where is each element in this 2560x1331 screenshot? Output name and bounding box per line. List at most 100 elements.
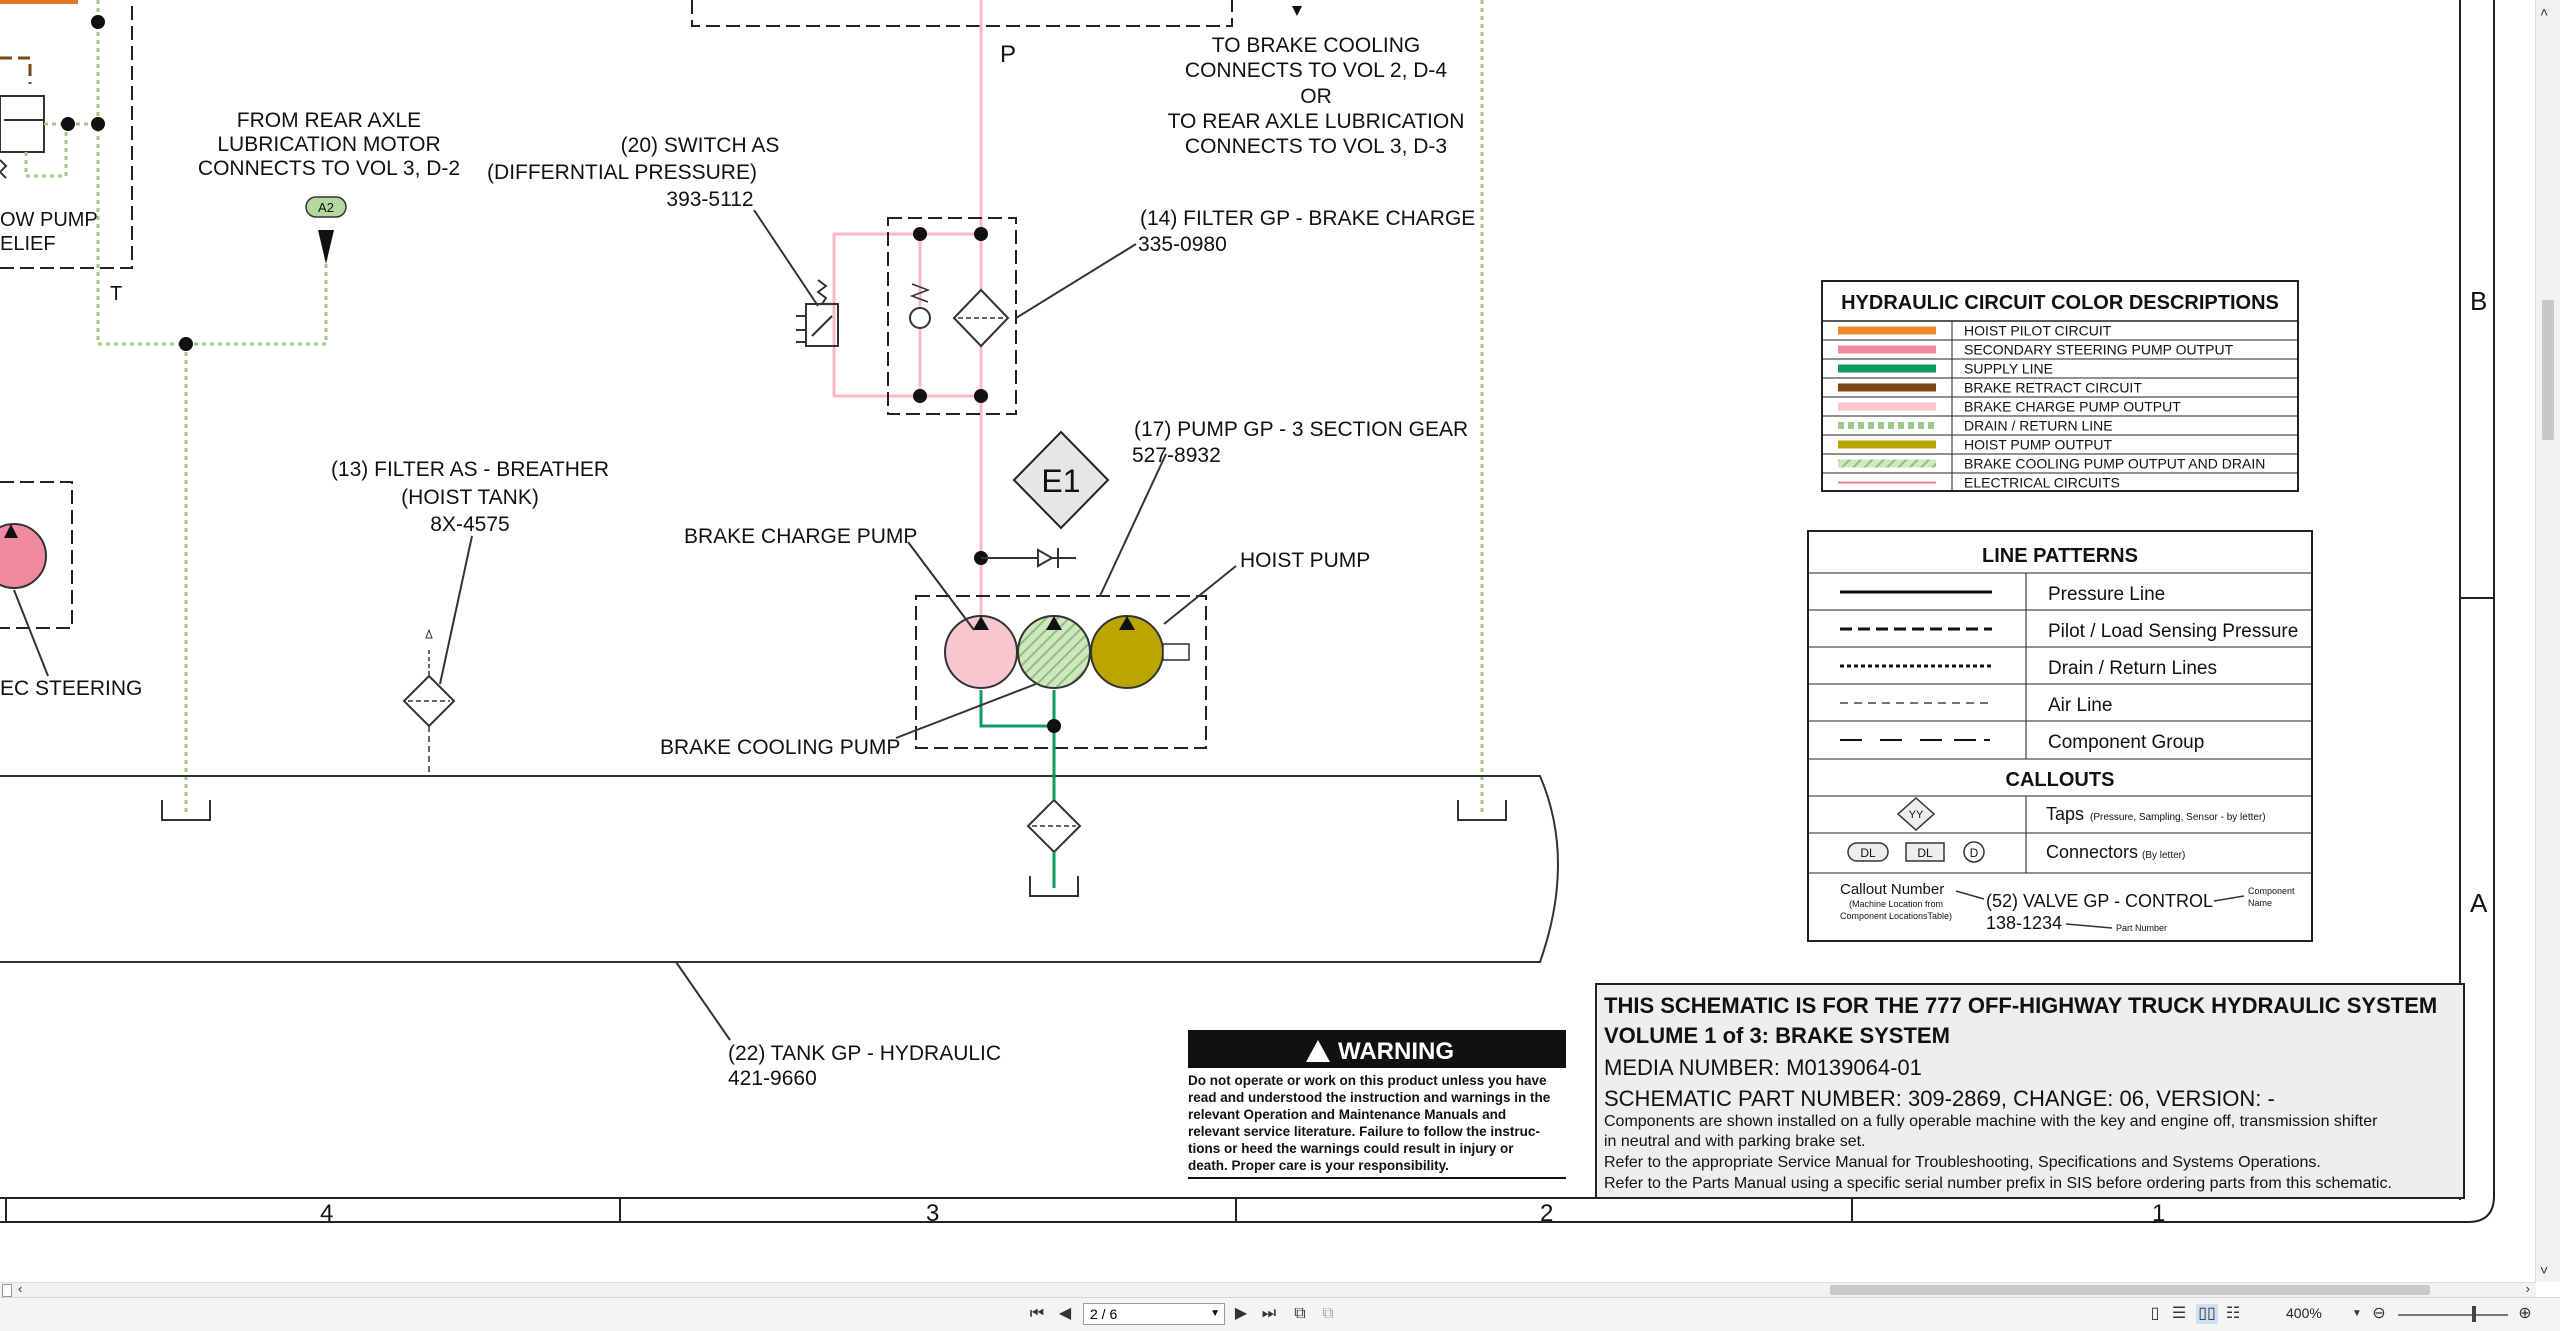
legend-swatch <box>1838 440 1936 449</box>
horizontal-scrollbar[interactable]: ‹ › <box>0 1281 2536 1297</box>
callout-location-1: (Machine Location from <box>1849 899 1943 909</box>
warning-title: WARNING <box>1338 1038 1454 1065</box>
scroll-down-icon[interactable]: ˅ <box>2540 1262 2549 1278</box>
color-legend-title: HYDRAULIC CIRCUIT COLOR DESCRIPTIONS <box>1841 292 2279 314</box>
first-page-icon[interactable]: ⏮ <box>1029 1305 1045 1322</box>
breather-label-1: (13) FILTER AS - BREATHER <box>331 458 609 481</box>
viewer-toolbar: ⏮ ◀ 2 / 6 ▼ ▶ ⏭ ⧉ ⧉ ▯ ☰ ▯▯ ☷ 400% ▼ ⊖ ⊕ <box>0 1297 2560 1331</box>
callout-location-2: Component LocationsTable) <box>1840 911 1952 921</box>
example-callout-name: (52) VALVE GP - CONTROL <box>1986 891 2213 911</box>
top-left-component-group <box>0 0 334 812</box>
switch-label-3: 393-5112 <box>666 188 753 211</box>
horizontal-scroll-thumb[interactable] <box>1830 1285 2430 1295</box>
last-page-icon[interactable]: ⏭ <box>1261 1305 1277 1322</box>
legend-swatch <box>1838 402 1936 411</box>
or-label: OR <box>1300 85 1332 108</box>
hydraulic-tank <box>0 775 1559 1041</box>
scroll-left-icon[interactable]: ‹ <box>18 1281 23 1296</box>
zoom-dropdown-icon[interactable]: ▼ <box>2352 1308 2362 1319</box>
zoom-out-icon[interactable]: ⊖ <box>2372 1305 2386 1322</box>
component-name-2: Name <box>2248 898 2272 908</box>
note-line-2: in neutral and with parking brake set. <box>1604 1133 1865 1150</box>
fit-width-icon[interactable]: ⧉ <box>1322 1305 1334 1322</box>
brake-charge-pump-label: BRAKE CHARGE PUMP <box>684 525 917 548</box>
tank-label-1: (22) TANK GP - HYDRAULIC <box>728 1042 1001 1065</box>
p-port-label: P <box>1000 41 1016 68</box>
warning-line-1: Do not operate or work on this product u… <box>1188 1073 1547 1088</box>
taps-label: Taps <box>2046 804 2084 824</box>
next-page-icon[interactable]: ▶ <box>1234 1305 1248 1322</box>
warning-line-3: relevant Operation and Maintenance Manua… <box>1188 1107 1506 1122</box>
single-page-view-icon[interactable]: ▯ <box>2150 1305 2160 1322</box>
secondary-steering-group <box>0 481 73 677</box>
hoist-pump-label: HOIST PUMP <box>1240 549 1370 572</box>
filter-brake-label-2: 335-0980 <box>1138 233 1227 256</box>
line-patterns-title: LINE PATTERNS <box>1982 545 2138 567</box>
connector-d: D <box>1970 846 1979 860</box>
legend-label: SECONDARY STEERING PUMP OUTPUT <box>1964 342 2234 358</box>
legend-swatch <box>1838 459 1936 468</box>
pattern-drain: Drain / Return Lines <box>2048 658 2217 679</box>
legend-swatch <box>1838 326 1936 335</box>
connector-dl-2: DL <box>1917 846 1933 860</box>
cover-view-icon[interactable]: ☷ <box>2225 1305 2241 1322</box>
elief-label: ELIEF <box>0 233 56 255</box>
to-brake-cooling-2: CONNECTS TO VOL 2, D-4 <box>1185 59 1447 82</box>
switch-label-1: (20) SWITCH AS <box>621 134 780 157</box>
grid-row-b: B <box>2470 286 2487 316</box>
grid-col-2: 2 <box>1540 1200 1553 1227</box>
title-block: THIS SCHEMATIC IS FOR THE 777 OFF-HIGHWA… <box>1595 983 2465 1199</box>
page-thumbnail-icon[interactable] <box>2 1284 12 1297</box>
title-line-2: VOLUME 1 of 3: BRAKE SYSTEM <box>1604 1023 1950 1048</box>
document-viewport[interactable]: 4 3 2 1 B A T OW PUMP ELIEF A2 FROM REAR… <box>0 0 2536 1282</box>
callout-number: Callout Number <box>1840 881 1944 898</box>
hydraulic-schematic: 4 3 2 1 B A T OW PUMP ELIEF A2 FROM REAR… <box>0 0 2495 1227</box>
legend-label: BRAKE COOLING PUMP OUTPUT AND DRAIN <box>1964 456 2265 472</box>
legend-label: HOIST PUMP OUTPUT <box>1964 437 2113 453</box>
filter-leader <box>1015 243 1137 319</box>
title-line-1: THIS SCHEMATIC IS FOR THE 777 OFF-HIGHWA… <box>1604 993 2437 1018</box>
warning-line-5: tions or heed the warnings could result … <box>1188 1141 1514 1156</box>
legend-label: DRAIN / RETURN LINE <box>1964 418 2113 434</box>
zoom-slider-handle[interactable] <box>2472 1306 2476 1322</box>
scroll-up-icon[interactable]: ˄ <box>2540 4 2549 20</box>
top-center-group <box>691 0 1233 27</box>
page-dropdown-icon[interactable]: ▼ <box>1210 1308 1220 1319</box>
tank-label-2: 421-9660 <box>728 1067 817 1090</box>
breather-filter <box>402 535 473 776</box>
grid-row-a: A <box>2470 888 2488 918</box>
ec-steering-label: EC STEERING <box>0 677 142 700</box>
ow-pump-label: OW PUMP <box>0 209 98 231</box>
scroll-right-icon[interactable]: › <box>2525 1281 2530 1296</box>
zoom-level[interactable]: 400% <box>2286 1305 2322 1321</box>
from-rear-axle-2: LUBRICATION MOTOR <box>217 133 440 156</box>
vertical-scrollbar[interactable]: ˄ ˅ <box>2535 0 2560 1282</box>
continuous-view-icon[interactable]: ☰ <box>2171 1305 2187 1322</box>
page-number-field[interactable]: 2 / 6 ▼ <box>1083 1303 1225 1325</box>
legend-label: HOIST PILOT CIRCUIT <box>1964 323 2112 339</box>
brake-cooling-pump-label: BRAKE COOLING PUMP <box>660 736 900 759</box>
grid-col-1: 1 <box>2152 1200 2165 1227</box>
previous-page-icon[interactable]: ◀ <box>1058 1305 1072 1322</box>
check-tee <box>974 548 1076 568</box>
vertical-scroll-thumb[interactable] <box>2542 300 2554 440</box>
breather-label-2: (HOIST TANK) <box>401 486 539 509</box>
warning-line-6: death. Proper care is your responsibilit… <box>1188 1158 1449 1173</box>
zoom-in-icon[interactable]: ⊕ <box>2518 1305 2532 1322</box>
legend-swatch <box>1838 345 1936 354</box>
pump-group <box>895 453 1237 888</box>
example-part-number: 138-1234 <box>1986 913 2062 933</box>
warning-box: WARNING Do not operate or work on this p… <box>1188 1030 1566 1179</box>
pump-label-1: (17) PUMP GP - 3 SECTION GEAR <box>1134 418 1468 441</box>
color-legend: HYDRAULIC CIRCUIT COLOR DESCRIPTIONS HOI… <box>1821 280 2299 492</box>
zoom-slider[interactable] <box>2398 1314 2508 1316</box>
connectors-note: (By letter) <box>2142 850 2185 861</box>
t-port-label: T <box>110 283 122 305</box>
to-rear-axle-2: CONNECTS TO VOL 3, D-3 <box>1185 135 1447 158</box>
note-line-1: Components are shown installed on a full… <box>1604 1113 2378 1130</box>
legend-label: BRAKE CHARGE PUMP OUTPUT <box>1964 399 2181 415</box>
fit-page-icon[interactable]: ⧉ <box>1294 1305 1306 1322</box>
two-page-view-icon[interactable]: ▯▯ <box>2196 1304 2218 1324</box>
schematic-part-number: SCHEMATIC PART NUMBER: 309-2869, CHANGE:… <box>1604 1086 2275 1111</box>
legend-label: BRAKE RETRACT CIRCUIT <box>1964 380 2142 396</box>
